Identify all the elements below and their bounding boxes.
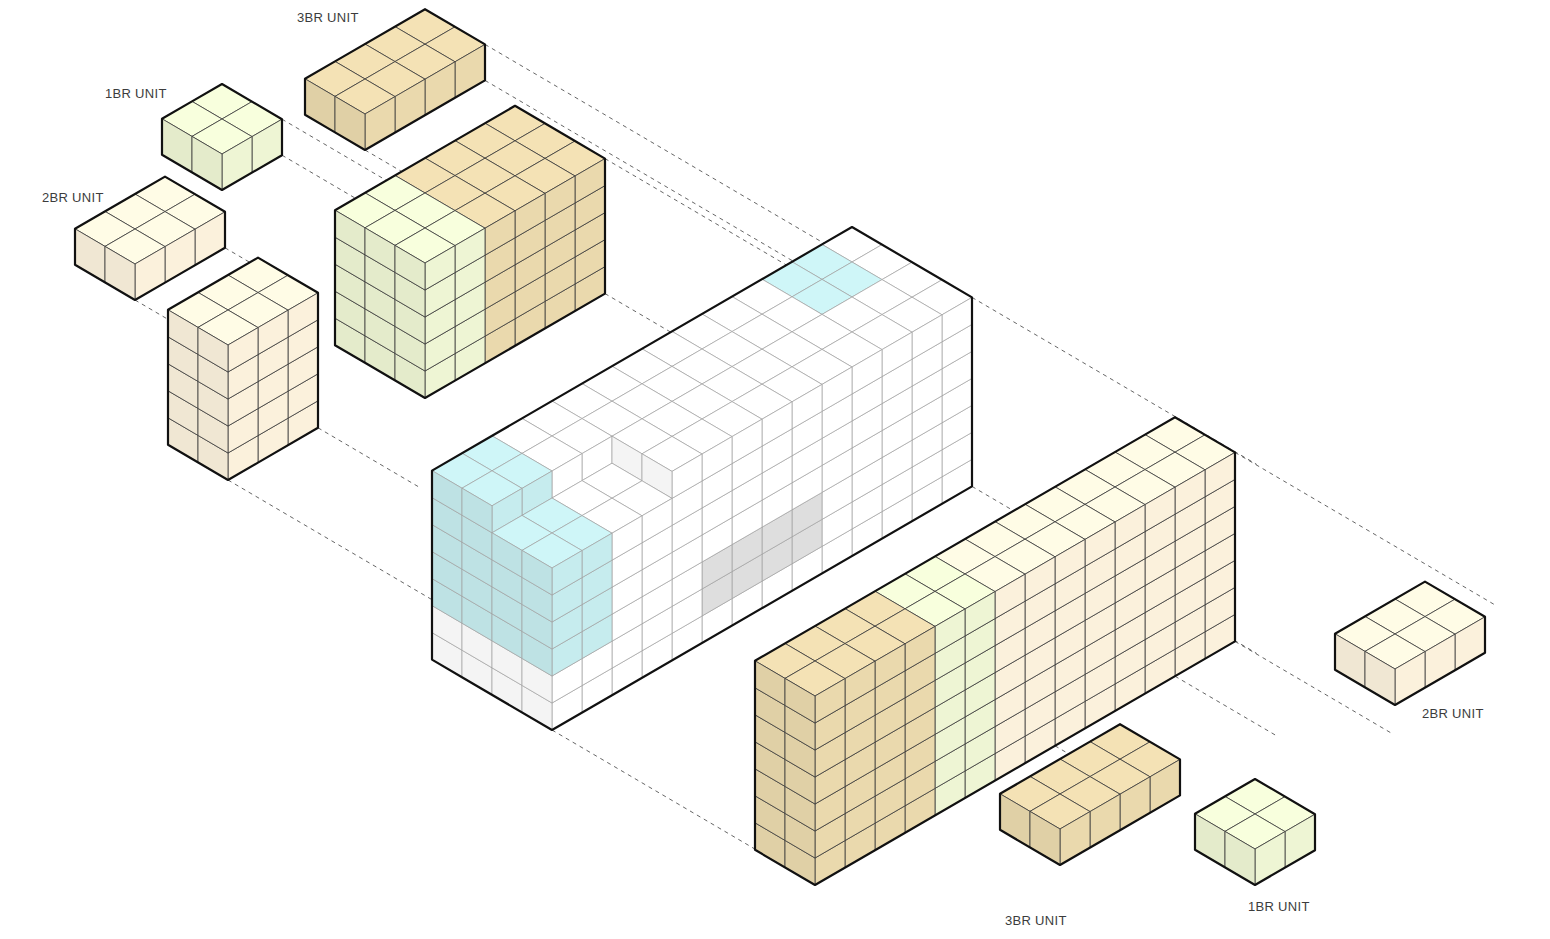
cell-face [1175,470,1205,514]
cell-face [935,609,965,653]
cell-face [875,644,905,688]
unit-label: 2BR UNIT [1422,706,1484,722]
cell-face [455,228,485,272]
dashed-leader [1235,452,1494,604]
unit-label: 2BR UNIT [42,190,104,206]
massing-block [335,106,605,398]
block-outline [432,227,972,730]
dashed-leader [485,80,951,353]
massing-block [305,9,485,150]
massing-block [755,417,1235,885]
cell-face [852,350,882,394]
cell-face [702,437,732,481]
cell-face [198,327,228,372]
block-outline [1195,779,1315,885]
cell-face [1115,505,1145,549]
cell-face [732,419,762,463]
dashed-leader [228,480,435,601]
cell-face [822,367,852,411]
cell-face [492,533,522,578]
cell-face [1145,487,1175,531]
cell-face [1055,539,1085,583]
massing-block [432,227,972,730]
block-outline [755,417,1235,885]
cell-face [965,592,995,636]
cell-face [168,310,198,355]
cell-face [582,533,612,577]
block-outline [1000,724,1180,865]
cell-face [395,245,425,290]
cell-face [288,293,318,337]
cell-face [485,211,515,255]
cell-face [575,159,605,203]
unit-label: 3BR UNIT [297,10,359,26]
cell-face [755,661,785,706]
cell-face [762,402,792,446]
block-outline [168,258,318,480]
dashed-leader [1175,676,1279,737]
cell-face [792,384,822,428]
cell-face [365,228,395,273]
cell-face [1025,557,1055,601]
cell-face [515,193,545,237]
cell-face [672,454,702,498]
cell-face [785,678,815,723]
massing-block [162,84,282,190]
massing-block [1335,582,1485,705]
cell-face [905,626,935,670]
block-outline [335,106,605,398]
unit-label: 1BR UNIT [1248,899,1310,915]
cell-face [462,488,492,533]
cell-face [815,679,845,723]
cell-face [845,661,875,705]
cell-face [882,332,912,376]
massing-block [1195,779,1315,885]
dashed-leader [552,730,759,851]
cell-face [942,297,972,341]
cell-face [545,176,575,220]
cell-face [1085,522,1115,566]
cell-face [912,315,942,359]
cell-face [335,210,365,255]
dashed-leader [485,44,951,317]
block-outline [1335,582,1485,705]
massing-block [1000,724,1180,865]
block-outline [162,84,282,190]
unit-label: 1BR UNIT [105,86,167,102]
cell-face [425,246,455,290]
dashed-leader [318,428,422,489]
unit-label: 3BR UNIT [1005,913,1067,929]
cell-face [522,550,552,595]
explosion-lines [135,44,1494,851]
cell-face [612,516,642,560]
cell-face [552,551,582,595]
cell-face [642,498,672,542]
cell-face [432,471,462,516]
massing-block [168,258,318,480]
cell-face [995,574,1025,618]
cell-face [228,328,258,372]
block-outline [305,9,485,150]
cell-face [258,310,288,354]
cell-face [1205,452,1235,496]
